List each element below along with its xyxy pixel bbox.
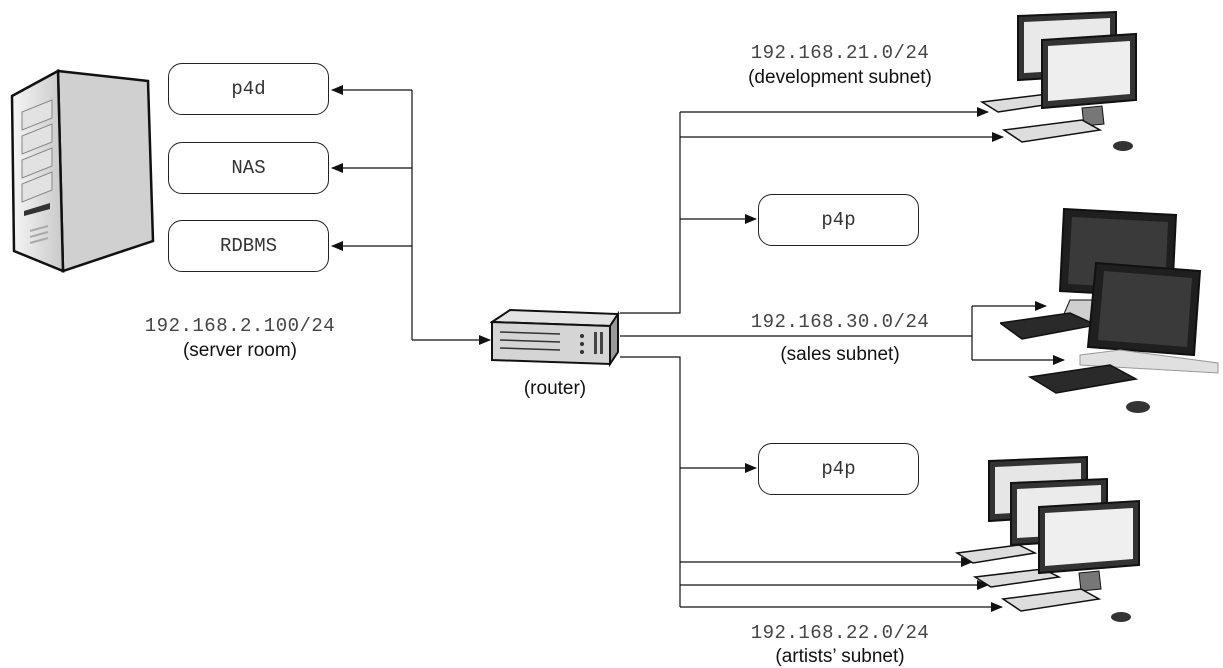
sales-network: 192.168.30.0/24 bbox=[750, 311, 930, 333]
upper-trunk-line bbox=[620, 112, 681, 314]
development-caption: (development subnet) bbox=[748, 67, 932, 88]
proxy-box-1: p4p bbox=[758, 194, 919, 246]
service-label-rdbms: RDBMS bbox=[219, 235, 277, 257]
proxy-label-1: p4p bbox=[821, 209, 856, 231]
proxy-box-2: p4p bbox=[758, 443, 919, 495]
proxy-label-2: p4p bbox=[821, 458, 856, 480]
router-caption: (router) bbox=[523, 378, 587, 399]
desktop-computer-icon bbox=[1001, 32, 1137, 151]
sales-computers bbox=[1000, 207, 1219, 413]
server-room-caption: (server room) bbox=[182, 340, 297, 361]
service-box-nas: NAS bbox=[168, 142, 329, 194]
service-label-p4d: p4d bbox=[231, 78, 266, 100]
artists-network: 192.168.22.0/24 bbox=[750, 622, 930, 644]
artists-caption: (artists’ subnet) bbox=[775, 646, 905, 667]
desktop-computer-icon bbox=[1000, 499, 1140, 622]
service-box-p4d: p4d bbox=[168, 63, 329, 115]
server-room-network: 192.168.2.100/24 bbox=[144, 315, 336, 337]
all-in-one-computer-icon bbox=[1027, 261, 1219, 413]
development-computers bbox=[979, 10, 1137, 151]
service-label-nas: NAS bbox=[231, 157, 266, 179]
development-network: 192.168.21.0/24 bbox=[750, 42, 930, 64]
server-tower-icon bbox=[10, 68, 155, 273]
router-icon bbox=[490, 308, 620, 368]
artists-computers bbox=[955, 455, 1140, 622]
service-box-rdbms: RDBMS bbox=[168, 220, 329, 272]
lower-trunk-line bbox=[620, 356, 681, 607]
sales-caption: (sales subnet) bbox=[780, 344, 900, 365]
